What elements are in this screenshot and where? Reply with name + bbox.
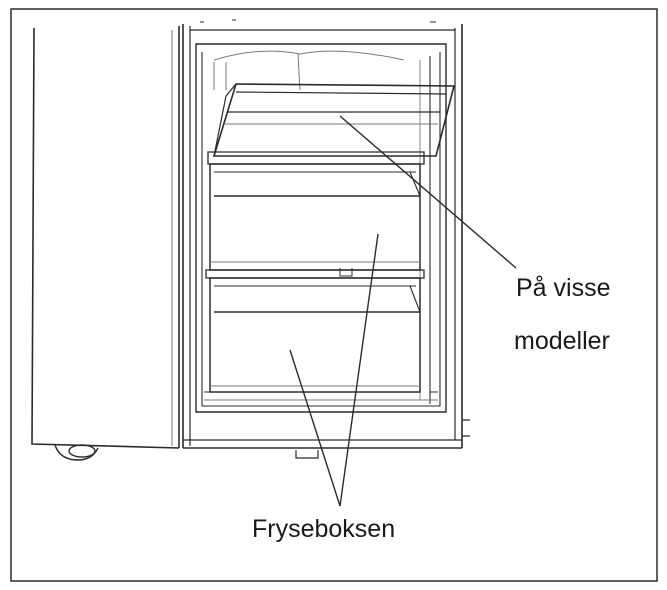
- label-optional-shelf-line2: modeller: [514, 327, 610, 355]
- label-optional-shelf-line1: På visse: [516, 274, 611, 302]
- leader-line-upper-drawer: [339, 233, 379, 507]
- lower-freezer-drawer: [209, 277, 421, 393]
- label-freezer-drawers: Fryseboksen: [252, 515, 396, 543]
- freezer-cabinet: [182, 19, 470, 459]
- leader-line-optional-shelf: [339, 115, 517, 269]
- optional-shelf: [207, 83, 456, 165]
- leader-line-lower-drawer: [289, 349, 341, 507]
- drawer-divider: [205, 268, 425, 279]
- leader-lines: [289, 115, 517, 507]
- open-door-panel: [31, 26, 180, 461]
